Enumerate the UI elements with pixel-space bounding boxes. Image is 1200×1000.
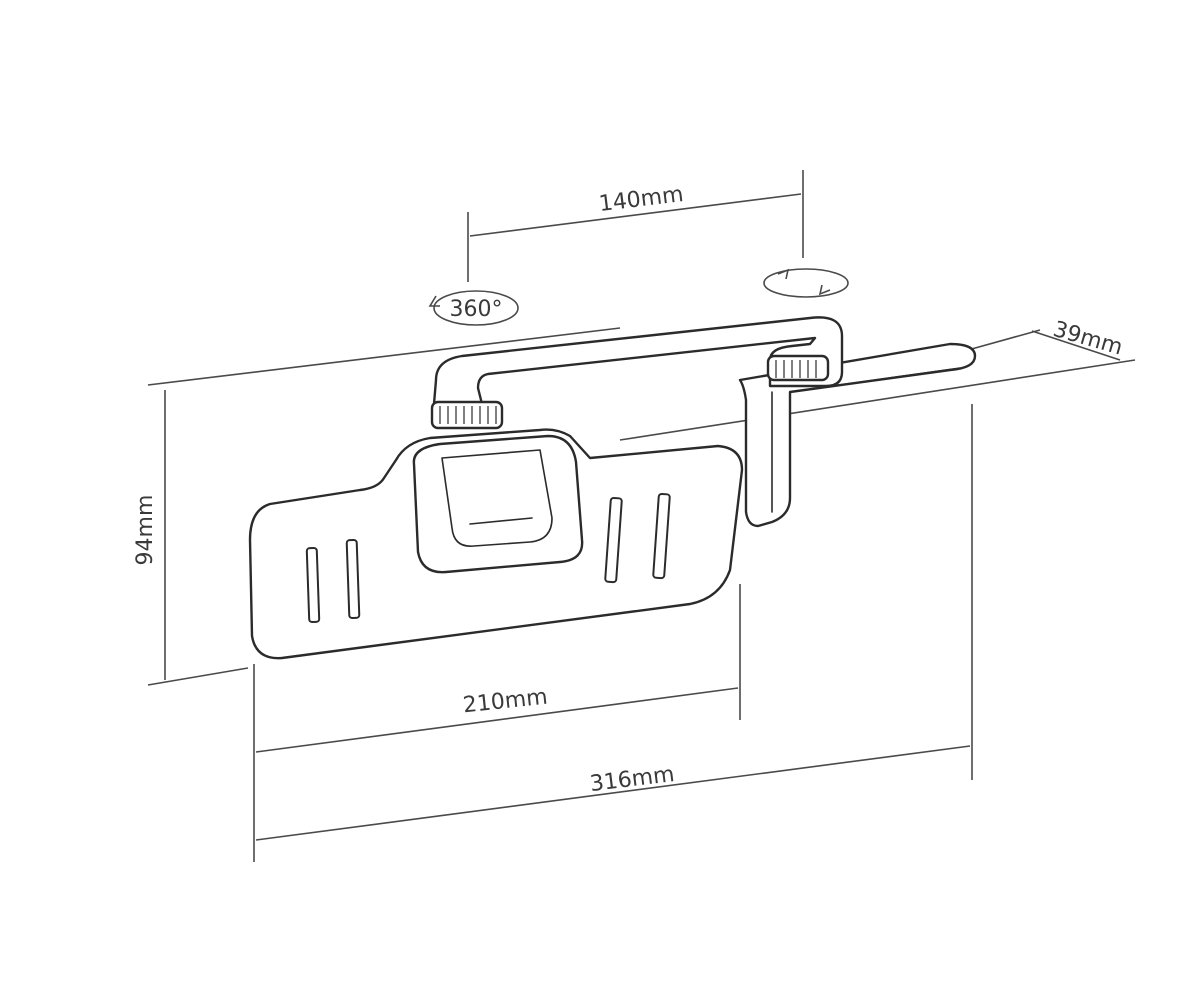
arm-span-label: 140mm: [598, 182, 685, 217]
clamp-depth-label: 39mm: [1050, 317, 1125, 361]
vent-slot: [345, 538, 361, 620]
palm-rest-tray: [248, 428, 744, 660]
vent-slot: [604, 496, 623, 584]
height-label: 94mm: [133, 495, 158, 566]
rotation-label: 360°: [450, 297, 503, 322]
vent-slot: [652, 492, 671, 580]
tray-width-label: 210mm: [462, 685, 549, 719]
extension-line-top-left: [147, 327, 621, 386]
desk-clamp: [738, 342, 977, 528]
dimension-arm-span: 140mm: [467, 170, 804, 282]
vent-slot: [305, 546, 321, 624]
extension-line-top-right: [619, 359, 1136, 441]
rotation-360-icon: 360°: [428, 290, 519, 326]
dimension-clamp-depth: 39mm: [967, 317, 1125, 361]
overall-width-label: 316mm: [589, 762, 676, 797]
dimension-height: 94mm: [133, 390, 249, 686]
swing-arm: [430, 316, 844, 430]
rotation-arrows-icon: [763, 268, 849, 298]
